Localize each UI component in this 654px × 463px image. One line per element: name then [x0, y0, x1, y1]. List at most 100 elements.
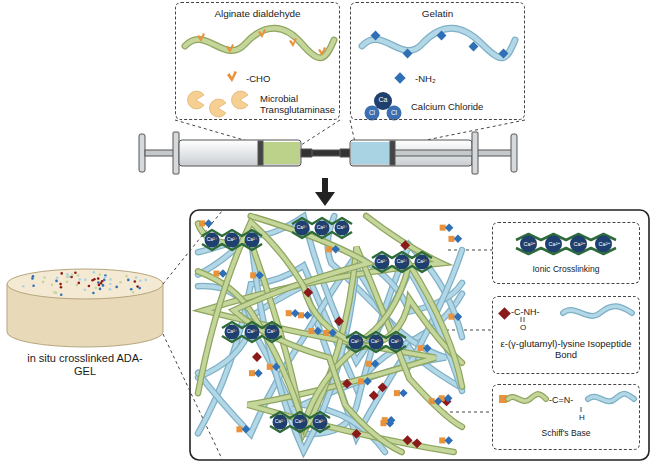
calcium-ion	[315, 221, 330, 236]
calcium-ion	[369, 335, 384, 350]
schiff-base-marker	[219, 269, 227, 277]
schiff-base-marker	[323, 330, 329, 336]
ion-label: Ca²⁺	[546, 241, 564, 247]
polymer-chain	[198, 271, 462, 425]
schiff-base-icon	[499, 394, 634, 412]
gel-texture	[119, 281, 122, 284]
hydrogel-label: in situ crosslinked ADA-GEL	[22, 352, 148, 377]
legend-text: ε-(γ-glutamyl)-lysine Isopeptide Bond	[497, 339, 635, 361]
alginate-chain	[185, 28, 334, 58]
schiff-base-marker	[418, 345, 424, 351]
enzyme-icon	[188, 91, 248, 117]
schiff-base-marker	[213, 271, 219, 277]
gelatin-chain	[362, 28, 515, 58]
gel-texture	[103, 279, 106, 282]
ion-label: Ca²⁺	[292, 419, 308, 425]
gel-texture	[102, 284, 105, 287]
atom-label: Cl	[386, 109, 402, 116]
schiff-base-marker	[267, 364, 273, 370]
gel-texture	[22, 285, 25, 288]
isopeptide-marker	[303, 287, 313, 297]
gel-texture	[56, 276, 59, 279]
schiff-base-marker	[286, 310, 292, 316]
ion-label: Ca²⁺	[394, 259, 410, 265]
atom-label: Ca	[374, 96, 392, 104]
schiff-base-marker	[291, 309, 299, 317]
schiff-base-marker	[308, 328, 314, 334]
schiff-base-marker	[448, 314, 454, 320]
gel-texture	[76, 284, 79, 287]
gel-texture	[93, 271, 96, 274]
gel-texture	[100, 282, 103, 285]
legend-box: Ca²⁺Ca²⁺Ca²⁺Ca²⁺Ionic Crosslinking	[492, 222, 640, 284]
calcium-ion	[313, 415, 328, 430]
schiff-base-marker	[254, 369, 262, 377]
isopeptide-marker	[352, 429, 362, 439]
gel-texture	[43, 276, 46, 279]
polymer-chain	[198, 234, 462, 451]
legend-text: Schiff's Base	[493, 429, 639, 439]
gel-texture	[132, 291, 135, 294]
chemical-formula: -C=N-	[549, 395, 573, 405]
schiff-base-marker	[363, 377, 371, 385]
amine-group	[371, 31, 509, 84]
polymer-chain	[198, 271, 462, 425]
calcium-ion	[375, 255, 390, 270]
box-title: Alginate dialdehyde	[176, 8, 339, 19]
component-box: Alginate dialdehyde-CHOMicrobial Transgl…	[175, 2, 340, 120]
schiff-base-marker	[429, 398, 435, 404]
gel-texture	[125, 275, 128, 278]
gel-texture	[55, 280, 58, 283]
ion-label: Ca²⁺	[571, 241, 589, 247]
gel-texture	[60, 294, 63, 297]
schiff-base-marker	[328, 329, 336, 337]
schiff-base-marker	[326, 246, 332, 252]
calcium-ion	[225, 325, 240, 340]
group-label: Calcium Chloride	[411, 102, 519, 113]
gel-texture	[97, 277, 100, 280]
chemical-formula: H	[579, 413, 585, 422]
calcium-chloride-icon	[365, 92, 402, 121]
ion-label: Ca²⁺	[368, 339, 384, 345]
schiff-base-marker	[314, 327, 322, 335]
schiff-base-marker	[445, 223, 453, 231]
ion-label: Ca²⁺	[334, 225, 350, 231]
atom-label: Cl	[364, 109, 380, 116]
gel-texture	[139, 279, 142, 282]
schiff-base-marker	[439, 437, 445, 443]
schiff-base-marker	[236, 426, 242, 432]
schiff-base-marker	[366, 361, 372, 367]
calcium-ion	[349, 335, 364, 350]
gel-texture	[99, 273, 102, 276]
gel-texture	[66, 281, 69, 284]
gel-texture	[93, 278, 96, 281]
gel-texture	[136, 285, 139, 288]
schiff-base-marker	[255, 271, 263, 279]
gel-texture	[66, 273, 69, 276]
gel-texture	[99, 288, 102, 291]
calcium-ion	[415, 255, 430, 270]
schiff-base-marker	[387, 416, 395, 424]
gelatin-chain	[362, 28, 515, 58]
schiff-base-marker	[382, 417, 388, 423]
component-box: Gelatin-NH₂Calcium Chloride	[350, 2, 525, 120]
isopeptide-marker	[252, 352, 262, 362]
gel-texture	[67, 276, 70, 279]
calcium-ion	[295, 221, 310, 236]
ion-label: Ca²⁺	[374, 259, 390, 265]
gel-texture	[145, 279, 148, 282]
gel-texture	[78, 282, 81, 285]
calcium-ion	[205, 233, 220, 248]
chemical-formula: O	[520, 323, 526, 332]
gel-texture	[84, 288, 87, 291]
gel-texture	[134, 280, 137, 283]
schiff-base-marker	[199, 220, 205, 226]
chemical-formula: -C-NH-	[511, 307, 540, 317]
schiff-base-marker	[303, 311, 311, 319]
gel-texture	[138, 287, 141, 290]
gel-texture	[84, 278, 87, 281]
schiff-base-marker	[371, 360, 379, 368]
isopeptide-icon	[498, 306, 632, 322]
schiff-base-marker	[249, 370, 255, 376]
process-arrow	[315, 192, 335, 206]
